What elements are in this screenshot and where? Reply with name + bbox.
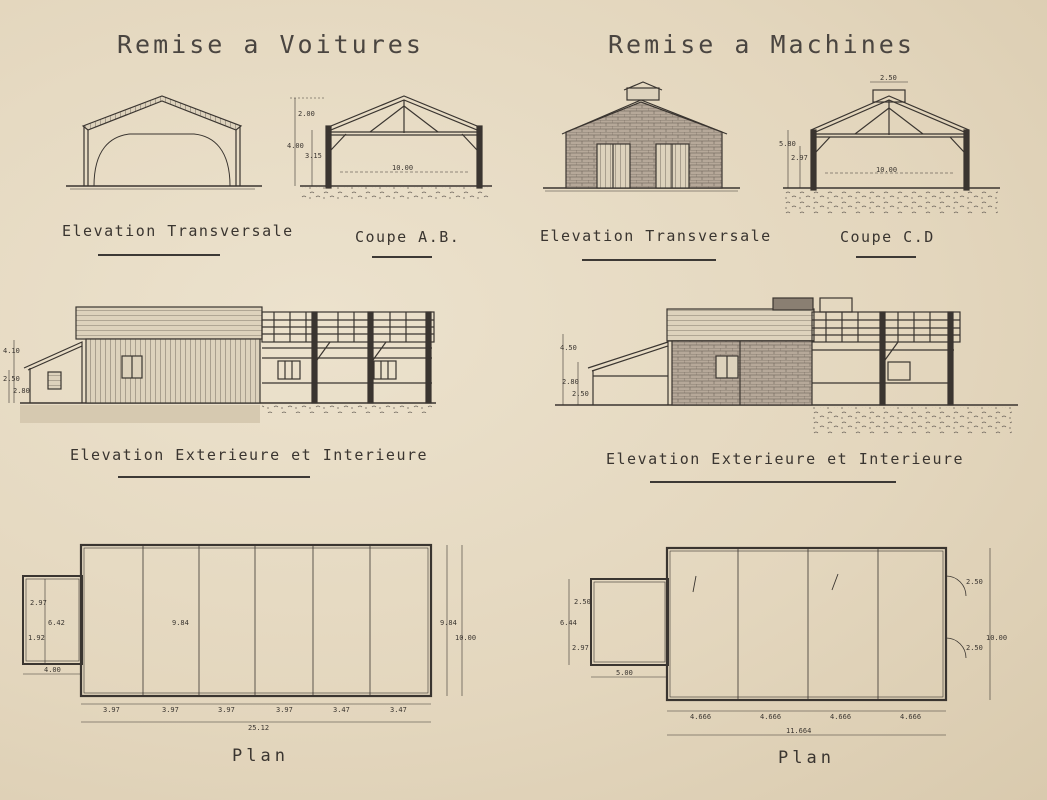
caption-coupe-ab: Coupe A.B. <box>355 228 461 246</box>
caption-underline <box>582 259 716 261</box>
dim-plan-left-bay-5: 3.47 <box>333 706 350 714</box>
dim-plan-left-depth-outer: 9.84 <box>440 619 457 627</box>
dim-plan-left-annex-d1: 2.97 <box>30 599 47 607</box>
dim-plan-right-bay-3: 4.666 <box>830 713 851 721</box>
caption-plan-voitures: Plan <box>232 746 289 766</box>
caption-elevation-transversale-machines: Elevation Transversale <box>540 227 772 245</box>
elevation-exterieure-interieure-machines <box>555 297 1018 435</box>
dim-plan-left-bay-1: 3.97 <box>103 706 120 714</box>
dim-plan-left-annex-d3: 6.42 <box>48 619 65 627</box>
dim-plan-left-depth-total: 10.00 <box>455 634 476 642</box>
dim-elev-right-h3: 2.50 <box>572 390 589 398</box>
dim-plan-left-bay-4: 3.97 <box>276 706 293 714</box>
dim-plan-right-annex-d1: 6.44 <box>560 619 577 627</box>
dim-elev-right-h1: 4.50 <box>560 344 577 352</box>
title-remise-machines: Remise a Machines <box>608 30 915 59</box>
dim-plan-left-depth: 9.84 <box>172 619 189 627</box>
dim-coupe-cd-h1: 5.80 <box>779 140 796 148</box>
dim-plan-left-annex-w: 4.00 <box>44 666 61 674</box>
caption-underline <box>118 476 310 478</box>
caption-underline <box>650 481 896 483</box>
caption-plan-machines: Plan <box>778 748 835 768</box>
elevation-transversale-machines <box>543 81 740 192</box>
dim-plan-right-bay-2: 4.666 <box>760 713 781 721</box>
dim-plan-right-door-1: 2.50 <box>966 578 983 586</box>
dim-coupe-ab-h1: 2.00 <box>298 110 315 118</box>
dim-plan-right-depth: 10.00 <box>986 634 1007 642</box>
dim-plan-left-bay-2: 3.97 <box>162 706 179 714</box>
dim-plan-right-annex-d2: 2.97 <box>572 644 589 652</box>
elevation-transversale-voitures <box>66 95 262 190</box>
caption-elevation-ext-int-voitures: Elevation Exterieure et Interieure <box>70 446 429 464</box>
dim-plan-left-annex-d2: 1.92 <box>28 634 45 642</box>
dim-coupe-cd-span: 10.00 <box>876 166 897 174</box>
dim-coupe-ab-h3: 3.15 <box>305 152 322 160</box>
caption-coupe-cd: Coupe C.D <box>840 228 935 246</box>
caption-underline <box>372 256 432 258</box>
dim-plan-left-bay-6: 3.47 <box>390 706 407 714</box>
dim-plan-right-bay-4: 4.666 <box>900 713 921 721</box>
coupe-cd <box>783 81 1000 215</box>
title-remise-voitures: Remise a Voitures <box>117 30 424 59</box>
dim-plan-right-annex-w: 5.00 <box>616 669 633 677</box>
caption-elevation-transversale-voitures: Elevation Transversale <box>62 222 294 240</box>
plan-voitures <box>22 543 463 723</box>
dim-elev-left-h2: 2.50 <box>3 375 20 383</box>
dim-coupe-ab-h2: 4.00 <box>287 142 304 150</box>
plan-machines <box>568 546 991 736</box>
dim-plan-left-total: 25.12 <box>248 724 269 732</box>
dim-plan-right-annex-d3: 2.50 <box>574 598 591 606</box>
dim-plan-right-bay-1: 4.666 <box>690 713 711 721</box>
dim-coupe-ab-span: 10.00 <box>392 164 413 172</box>
dim-elev-left-h3: 2.80 <box>13 387 30 395</box>
caption-underline <box>856 256 916 258</box>
elevation-exterieure-interieure-voitures <box>8 306 436 423</box>
caption-underline <box>98 254 220 256</box>
dim-plan-right-door-2: 2.50 <box>966 644 983 652</box>
caption-elevation-ext-int-machines: Elevation Exterieure et Interieure <box>606 450 965 468</box>
dim-elev-left-h1: 4.10 <box>3 347 20 355</box>
dim-coupe-cd-top: 2.50 <box>880 74 897 82</box>
dim-plan-left-bay-3: 3.97 <box>218 706 235 714</box>
dim-elev-right-h2: 2.80 <box>562 378 579 386</box>
coupe-ab <box>290 95 492 201</box>
dim-plan-right-total: 11.664 <box>786 727 811 735</box>
dim-coupe-cd-h2: 2.97 <box>791 154 808 162</box>
